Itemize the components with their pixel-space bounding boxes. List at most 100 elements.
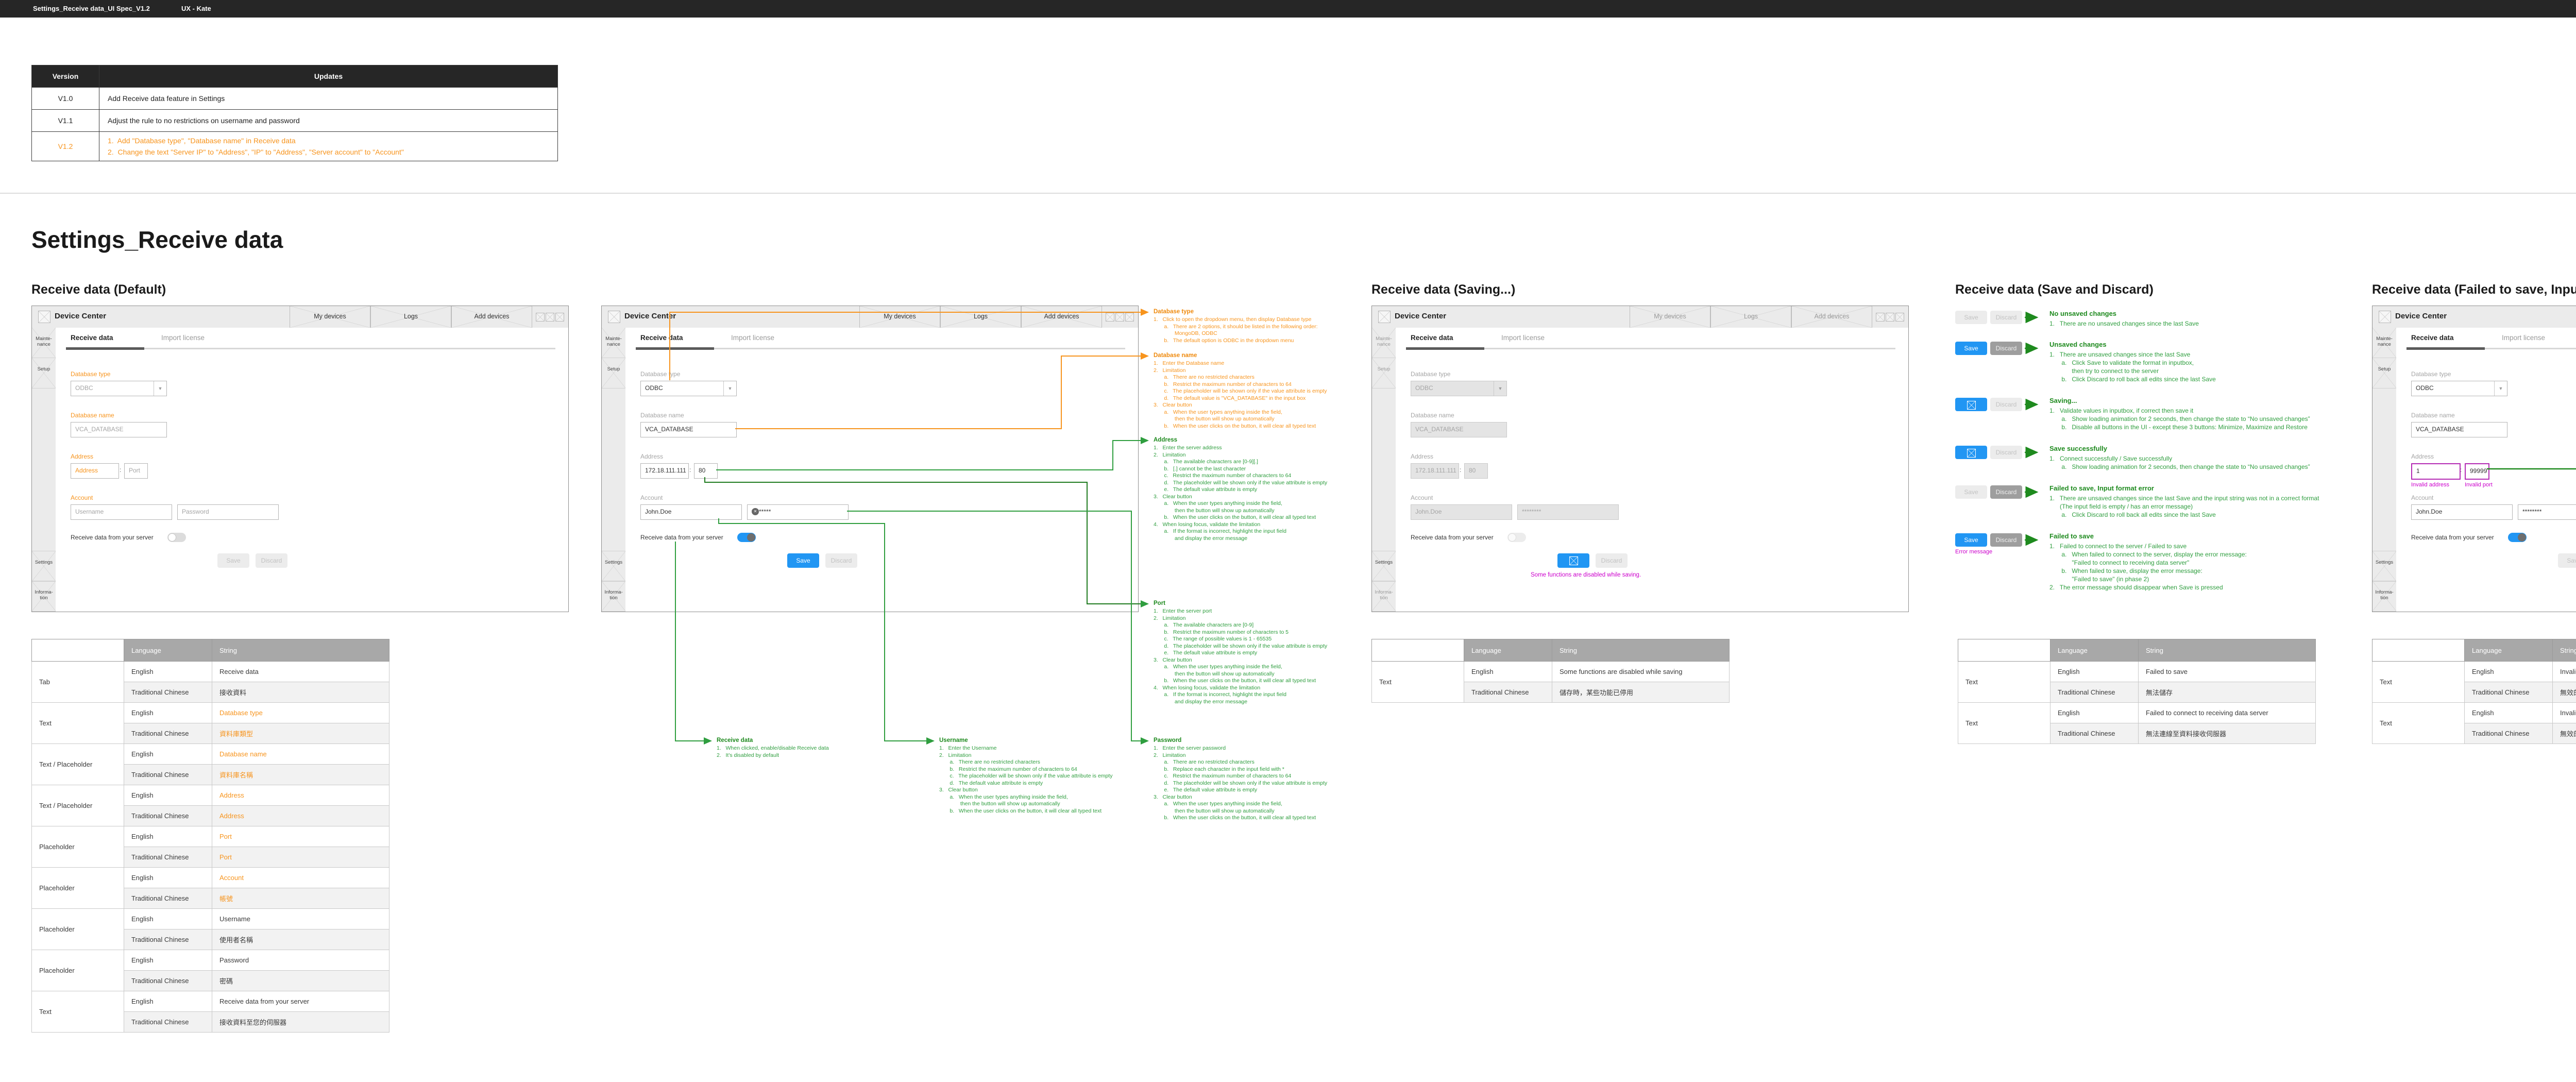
sidebar-item-information[interactable]: Informa- tion [1372, 581, 1396, 612]
label-receive-data-from-server: Receive data from your server [71, 534, 154, 541]
address-input[interactable]: 172.18.111.111 [640, 463, 689, 479]
annotation-password: Password 1. Enter the server password 2.… [1154, 737, 1328, 821]
label-account: Account [640, 494, 663, 501]
database-type-dropdown[interactable]: ODBC▼ [71, 381, 167, 396]
table-row: Traditional Chinese無效的 Address [2372, 682, 2576, 703]
tab-import-license[interactable]: Import license [1501, 334, 1545, 342]
sidebar-item-settings[interactable]: Settings [1372, 551, 1396, 582]
database-type-dropdown[interactable]: ODBC▼ [2411, 381, 2507, 396]
database-name-input[interactable]: VCA_DATABASE [640, 422, 737, 437]
username-input[interactable]: John.Doe [2411, 504, 2513, 520]
discard-button[interactable]: Discard [1990, 342, 2022, 355]
annotation-receive-data: Receive data 1. When clicked, enable/dis… [717, 737, 829, 758]
tab-receive-data[interactable]: Receive data [71, 334, 113, 342]
label-database-type: Database type [2411, 370, 2451, 378]
address-port-separator: : [120, 466, 122, 474]
discard-button[interactable]: Discard [1990, 485, 2022, 499]
username-input: John.Doe [1411, 504, 1512, 520]
port-input[interactable]: 80 [694, 463, 718, 479]
address-input-invalid[interactable]: 1 [2411, 463, 2461, 480]
window-controls[interactable] [535, 313, 564, 324]
maximize-icon[interactable] [1886, 313, 1894, 322]
sidebar-item-setup[interactable]: Setup [32, 358, 56, 388]
window-title: Device Center [2395, 312, 2447, 320]
discard-button[interactable]: Discard [1990, 533, 2022, 547]
password-input[interactable]: ******** [2518, 504, 2576, 520]
tab-receive-data[interactable]: Receive data [2411, 334, 2454, 342]
sidebar-item-maintenance[interactable]: Mainte- nance [32, 328, 56, 358]
maximize-icon[interactable] [546, 313, 554, 322]
sidebar-item-maintenance[interactable]: Mainte- nance [602, 328, 625, 358]
username-input[interactable]: Username [71, 504, 172, 520]
save-button-loading [1955, 446, 1987, 459]
tab-import-license[interactable]: Import license [2502, 334, 2546, 342]
nav-tab-logs[interactable]: Logs [370, 306, 451, 328]
tab-receive-data[interactable]: Receive data [640, 334, 683, 342]
save-button[interactable]: Save [1955, 533, 1987, 547]
save-button[interactable]: Save [787, 553, 819, 568]
save-button[interactable]: Save [217, 553, 249, 568]
username-input[interactable]: John.Doe [640, 504, 742, 520]
database-name-input[interactable]: VCA_DATABASE [2411, 422, 2507, 437]
sidebar-item-information[interactable]: Informa- tion [602, 581, 625, 612]
sidebar-item-setup[interactable]: Setup [602, 358, 625, 388]
password-input[interactable]: Password [177, 504, 279, 520]
discard-button[interactable]: Discard [825, 553, 857, 568]
nav-tab-logs[interactable]: Logs [1710, 306, 1791, 328]
password-input[interactable]: ********✕ [747, 504, 849, 520]
sidebar-item-settings[interactable]: Settings [32, 551, 56, 582]
minimize-icon[interactable] [536, 313, 545, 322]
nav-tab-add-devices[interactable]: Add devices [451, 306, 532, 328]
top-nav: My devices Logs Add devices [1630, 306, 1872, 328]
table-row: V1.0 Add Receive data feature in Setting… [31, 87, 558, 110]
clear-input-icon[interactable]: ✕ [752, 508, 759, 515]
sidebar-item-information[interactable]: Informa- tion [2372, 581, 2396, 612]
address-port-separator: : [2460, 466, 2462, 474]
port-input[interactable]: Port [124, 463, 148, 479]
database-name-input[interactable]: VCA_DATABASE [71, 422, 167, 437]
database-type-dropdown[interactable]: ODBC▼ [640, 381, 737, 396]
nav-tab-add-devices[interactable]: Add devices [1791, 306, 1872, 328]
sidebar-item-maintenance[interactable]: Mainte- nance [2372, 328, 2396, 358]
nav-tab-my-devices[interactable]: My devices [1630, 306, 1710, 328]
sidebar-item-setup[interactable]: Setup [1372, 358, 1396, 388]
sidebar-item-maintenance[interactable]: Mainte- nance [1372, 328, 1396, 358]
discard-button[interactable]: Discard [256, 553, 287, 568]
document-title: Settings_Receive data_UI Spec_V1.2 [33, 5, 150, 12]
tab-import-license[interactable]: Import license [731, 334, 775, 342]
close-icon[interactable] [555, 313, 564, 322]
discard-button: Discard [1990, 398, 2022, 411]
tab-receive-data[interactable]: Receive data [1411, 334, 1453, 342]
sidebar-item-setup[interactable]: Setup [2372, 358, 2396, 388]
maximize-icon[interactable] [1115, 313, 1124, 322]
receive-data-toggle[interactable] [2508, 533, 2527, 542]
save-button[interactable]: Save [1955, 342, 1987, 355]
window-controls[interactable] [1105, 313, 1134, 324]
receive-data-toggle[interactable] [167, 533, 186, 542]
sidebar-item-settings[interactable]: Settings [2372, 551, 2396, 582]
minimize-icon[interactable] [1106, 313, 1114, 322]
address-input[interactable]: Address [71, 463, 119, 479]
receive-data-toggle[interactable] [737, 533, 756, 542]
nav-tab-add-devices[interactable]: Add devices [1021, 306, 1102, 328]
close-icon[interactable] [1125, 313, 1134, 322]
minimize-icon[interactable] [1876, 313, 1885, 322]
sidebar-item-settings[interactable]: Settings [602, 551, 625, 582]
save-button-loading [1955, 398, 1987, 411]
close-icon[interactable] [1895, 313, 1904, 322]
window-controls[interactable] [1875, 313, 1904, 324]
nav-tab-logs[interactable]: Logs [940, 306, 1021, 328]
nav-tab-my-devices[interactable]: My devices [290, 306, 370, 328]
tab-import-license[interactable]: Import license [161, 334, 205, 342]
window-titlebar: Device Center My devices Logs Add device… [32, 306, 568, 328]
sidebar-item-information[interactable]: Informa- tion [32, 581, 56, 612]
nav-tab-my-devices[interactable]: My devices [859, 306, 940, 328]
label-address: Address [71, 453, 94, 460]
port-input-invalid[interactable]: 99999 [2465, 463, 2489, 480]
